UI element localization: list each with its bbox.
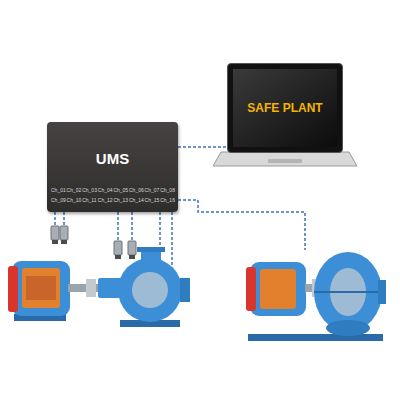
sensor <box>128 241 136 255</box>
signal-wire <box>131 212 133 241</box>
end-cover <box>378 280 386 304</box>
sensor <box>114 241 122 255</box>
laptop-base <box>213 152 357 166</box>
channel-label: Ch_12 <box>98 197 113 203</box>
laptop-screen: SAFE PLANT <box>227 63 343 153</box>
channel-label: Ch_04 <box>98 187 113 193</box>
motor-cutaway <box>260 269 296 309</box>
channel-label: Ch_09 <box>51 197 66 203</box>
sensor <box>60 226 68 240</box>
sensor-tip <box>115 255 121 259</box>
left-pump <box>8 247 190 327</box>
sensor-tip <box>129 255 135 259</box>
sensor <box>51 226 59 240</box>
motor-cutaway <box>22 268 60 308</box>
channel-label: Ch_05 <box>113 187 128 193</box>
channel-label: Ch_07 <box>145 187 160 193</box>
channel-label: Ch_10 <box>67 197 82 203</box>
node-label: SAFE PLANT <box>247 101 322 115</box>
laptop-touchpad <box>268 159 302 163</box>
right-pump <box>246 252 386 341</box>
casing-split-line <box>314 291 382 293</box>
channel-label: Ch_13 <box>113 197 128 203</box>
discharge-flange <box>137 247 165 252</box>
base-plate <box>248 334 383 341</box>
channel-label: Ch_11 <box>82 197 96 203</box>
signal-wire <box>117 212 119 241</box>
channel-label: Ch_16 <box>160 197 175 203</box>
signal-wire <box>63 212 65 226</box>
sensor-tip <box>61 240 67 244</box>
motor-body <box>250 262 306 316</box>
channel-label: Ch_06 <box>129 187 144 193</box>
vibration-sensors <box>51 226 136 259</box>
channel-label: Ch_02 <box>67 187 82 193</box>
signal-wire <box>178 200 305 250</box>
sensor-tip <box>52 240 58 244</box>
signal-wire <box>54 212 56 226</box>
motor-winding <box>26 276 56 300</box>
coupling <box>86 279 96 297</box>
channel-label: Ch_14 <box>129 197 144 203</box>
channel-label: Ch_03 <box>82 187 97 193</box>
data-link <box>178 146 227 148</box>
motor-fan-cover <box>8 266 18 312</box>
impeller <box>132 272 168 308</box>
nozzle-flange <box>326 320 370 336</box>
channel-label: Ch_01 <box>51 187 66 193</box>
channel-label: Ch_08 <box>160 187 175 193</box>
channel-label: Ch_15 <box>145 197 160 203</box>
volute-casing <box>118 258 182 322</box>
suction-flange <box>180 278 190 302</box>
screen-fill <box>233 69 337 147</box>
motor-fan-cover <box>246 267 256 311</box>
motor-body <box>12 261 70 316</box>
